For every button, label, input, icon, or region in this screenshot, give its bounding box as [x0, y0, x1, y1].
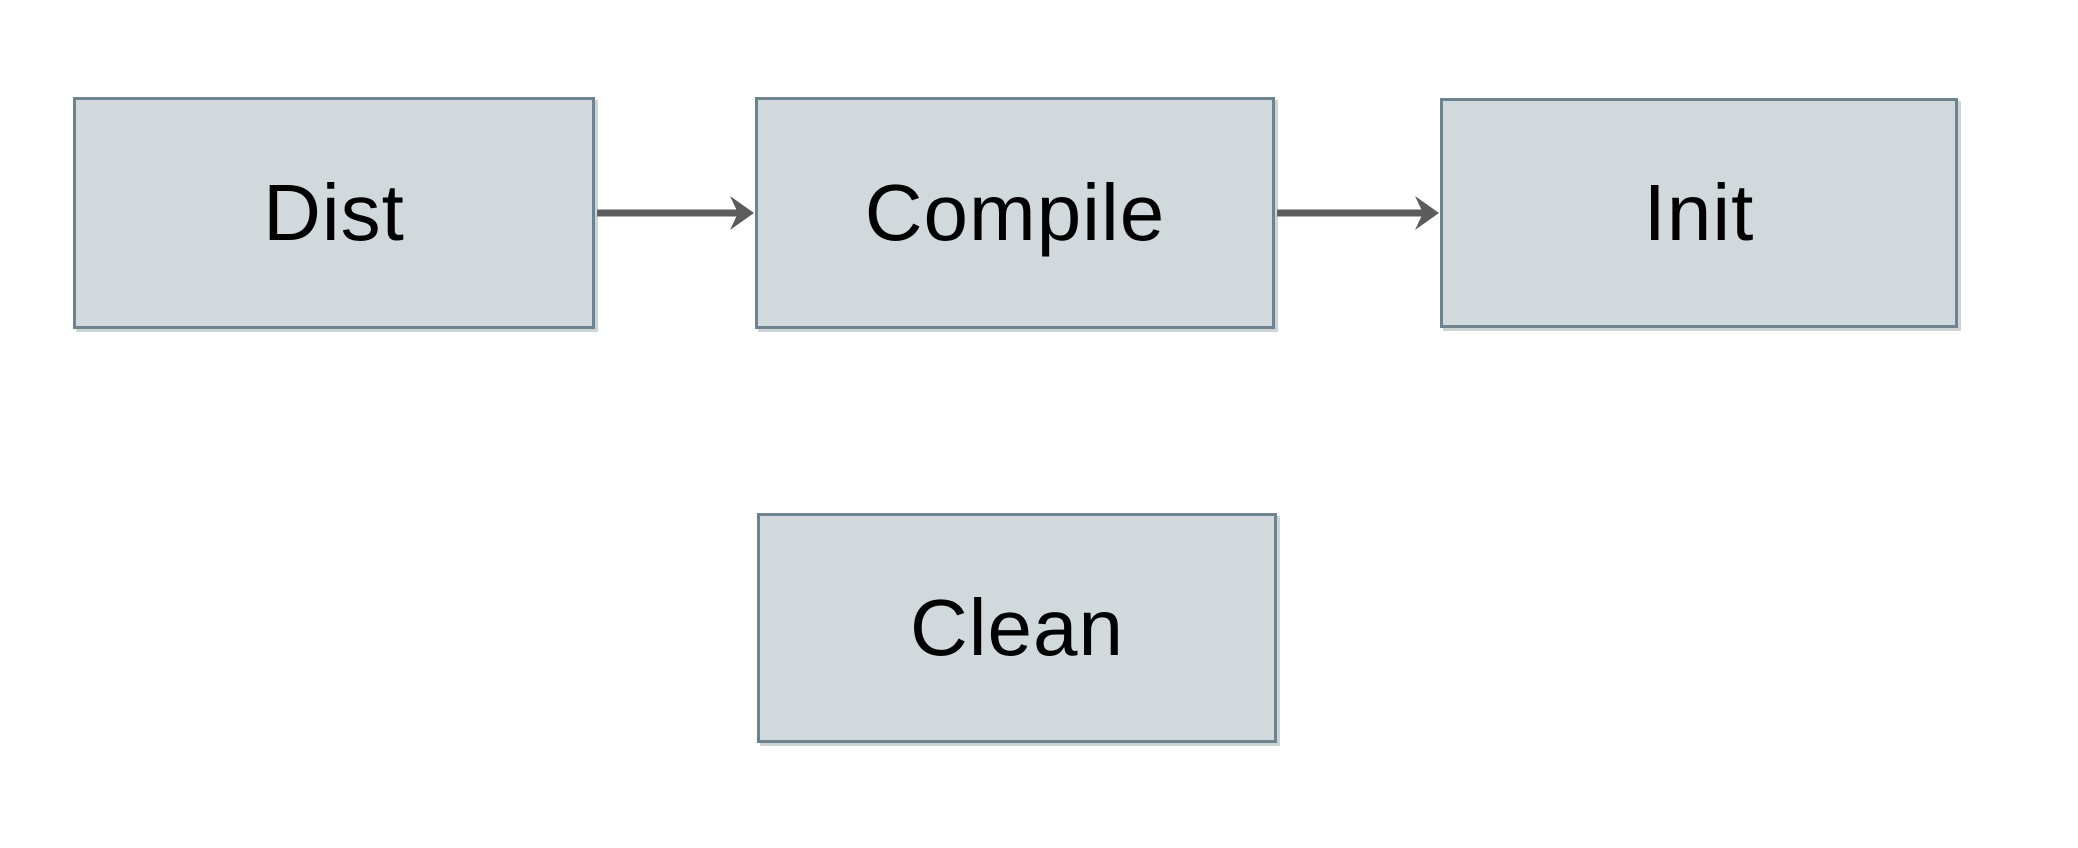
node-dist: Dist [73, 97, 595, 329]
node-init: Init [1440, 98, 1958, 328]
arrowhead-icon [1415, 196, 1439, 230]
node-init-label: Init [1643, 168, 1755, 257]
node-clean-label: Clean [909, 583, 1125, 672]
node-compile: Compile [755, 97, 1275, 329]
node-compile-label: Compile [864, 168, 1166, 257]
arrow-dist-to-compile [597, 196, 754, 230]
arrow-compile-to-init [1277, 196, 1439, 230]
arrowhead-icon [730, 196, 754, 230]
node-dist-label: Dist [263, 168, 405, 257]
node-clean: Clean [757, 513, 1277, 743]
